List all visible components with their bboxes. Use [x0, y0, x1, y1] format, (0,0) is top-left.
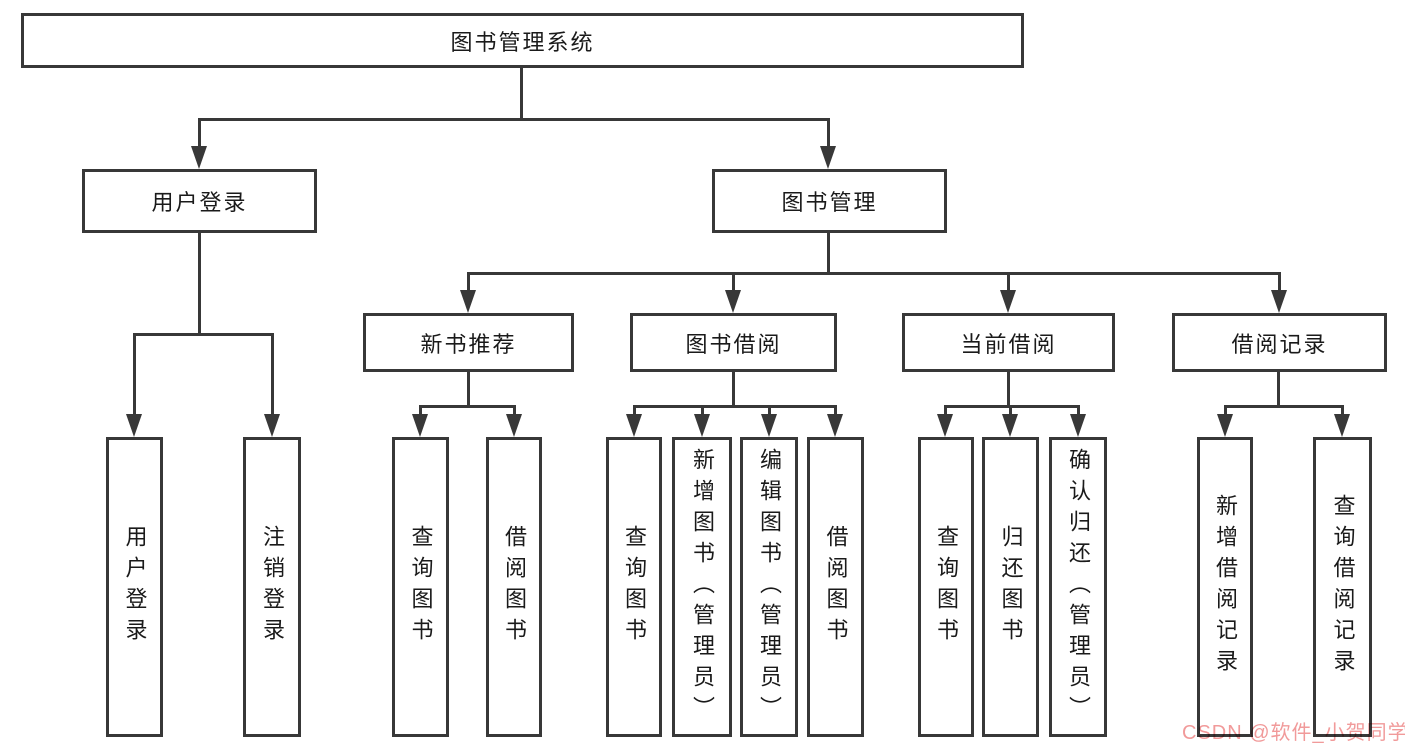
- connector-newbooks-stem: [467, 372, 470, 408]
- node-new-book-recommend: 新书推荐: [363, 313, 574, 372]
- leaf-user-login: 用户登录: [106, 437, 163, 737]
- leaf-add-books-admin: 新增图书（管理员）: [672, 437, 732, 737]
- leaf-logout-label: 注销登录: [260, 525, 285, 649]
- node-borrow-records: 借阅记录: [1172, 313, 1387, 372]
- leaf-query-books-current: 查询图书: [918, 437, 974, 737]
- connector-drop-current: [1007, 272, 1010, 294]
- connector-drop-g3-2: [701, 405, 704, 417]
- connector-drop-user-login: [198, 118, 201, 150]
- connector-drop-g5-1: [1224, 405, 1227, 417]
- connector-drop-g3-3: [768, 405, 771, 417]
- node-book-borrowing: 图书借阅: [630, 313, 837, 372]
- node-user-login: 用户登录: [82, 169, 317, 233]
- leaf-return-books-label: 归还图书: [998, 525, 1024, 649]
- connector-drop-book-management: [827, 118, 830, 150]
- leaf-confirm-return-admin-label: 确认归还（管理员）: [1066, 447, 1091, 727]
- connector-root-bus: [198, 118, 830, 121]
- arrowhead-g3-1-icon: [626, 414, 642, 437]
- connector-drop-borrowing: [732, 272, 735, 294]
- node-book-management: 图书管理: [712, 169, 947, 233]
- connector-current-stem: [1007, 372, 1010, 408]
- leaf-add-borrow-record-label: 新增借阅记录: [1213, 494, 1238, 680]
- leaf-add-books-admin-label: 新增图书（管理员）: [690, 447, 715, 727]
- connector-bookmgmt-stem: [827, 233, 830, 275]
- connector-records-bus: [1224, 405, 1344, 408]
- leaf-borrow-books: 借阅图书: [807, 437, 864, 737]
- arrowhead-new-books-icon: [460, 290, 476, 313]
- leaf-user-login-label: 用户登录: [122, 525, 148, 649]
- arrowhead-logout-leaf-icon: [264, 414, 280, 437]
- leaf-query-borrow-record: 查询借阅记录: [1313, 437, 1372, 737]
- connector-records-stem: [1277, 372, 1280, 408]
- arrowhead-current-icon: [1000, 290, 1016, 313]
- leaf-borrow-books-recommend: 借阅图书: [486, 437, 542, 737]
- connector-drop-g2-1: [419, 405, 422, 417]
- connector-drop-g2-2: [513, 405, 516, 417]
- connector-drop-g3-1: [633, 405, 636, 417]
- leaf-edit-books-admin-label: 编辑图书（管理员）: [757, 447, 782, 727]
- leaf-confirm-return-admin: 确认归还（管理员）: [1049, 437, 1107, 737]
- leaf-borrow-books-recommend-label: 借阅图书: [502, 525, 527, 649]
- arrowhead-login-leaf-icon: [126, 414, 142, 437]
- arrowhead-g4-3-icon: [1070, 414, 1086, 437]
- arrowhead-g4-1-icon: [937, 414, 953, 437]
- leaf-borrow-books-label: 借阅图书: [823, 525, 849, 649]
- leaf-query-books-borrowing-label: 查询图书: [622, 525, 647, 649]
- arrowhead-records-icon: [1271, 290, 1287, 313]
- arrowhead-g3-3-icon: [761, 414, 777, 437]
- connector-drop-g5-2: [1341, 405, 1344, 417]
- leaf-query-books-borrowing: 查询图书: [606, 437, 662, 737]
- csdn-watermark: CSDN @软件_小贺同学: [1182, 722, 1405, 744]
- connector-drop-new-books: [467, 272, 470, 294]
- leaf-query-books-current-label: 查询图书: [934, 525, 959, 649]
- node-library-management-system: 图书管理系统: [21, 13, 1024, 68]
- leaf-add-borrow-record: 新增借阅记录: [1197, 437, 1253, 737]
- connector-userlogin-stem: [198, 233, 201, 336]
- arrowhead-g4-2-icon: [1002, 414, 1018, 437]
- arrowhead-user-login-icon: [191, 146, 207, 169]
- connector-drop-login-leaf: [133, 333, 136, 416]
- connector-root-stem: [520, 68, 523, 119]
- connector-borrowing-bus: [633, 405, 836, 408]
- leaf-return-books: 归还图书: [982, 437, 1039, 737]
- node-current-borrowing: 当前借阅: [902, 313, 1115, 372]
- arrowhead-g2-2-icon: [506, 414, 522, 437]
- connector-level3-bus: [467, 272, 1281, 275]
- leaf-query-books-recommend-label: 查询图书: [408, 525, 434, 649]
- leaf-query-borrow-record-label: 查询借阅记录: [1330, 494, 1356, 680]
- arrowhead-g3-4-icon: [827, 414, 843, 437]
- connector-drop-records: [1278, 272, 1281, 294]
- leaf-edit-books-admin: 编辑图书（管理员）: [740, 437, 798, 737]
- connector-drop-g4-1: [944, 405, 947, 417]
- arrowhead-book-management-icon: [820, 146, 836, 169]
- arrowhead-borrowing-icon: [725, 290, 741, 313]
- connector-drop-logout-leaf: [271, 333, 274, 416]
- connector-drop-g4-3: [1077, 405, 1080, 417]
- leaf-query-books-recommend: 查询图书: [392, 437, 449, 737]
- arrowhead-g2-1-icon: [412, 414, 428, 437]
- connector-drop-g4-2: [1009, 405, 1012, 417]
- connector-newbooks-bus: [419, 405, 516, 408]
- leaf-logout: 注销登录: [243, 437, 301, 737]
- connector-borrowing-stem: [732, 372, 735, 408]
- arrowhead-g3-2-icon: [694, 414, 710, 437]
- arrowhead-g5-2-icon: [1334, 414, 1350, 437]
- arrowhead-g5-1-icon: [1217, 414, 1233, 437]
- connector-current-bus: [944, 405, 1080, 408]
- connector-drop-g3-4: [834, 405, 837, 417]
- connector-userlogin-bus: [133, 333, 274, 336]
